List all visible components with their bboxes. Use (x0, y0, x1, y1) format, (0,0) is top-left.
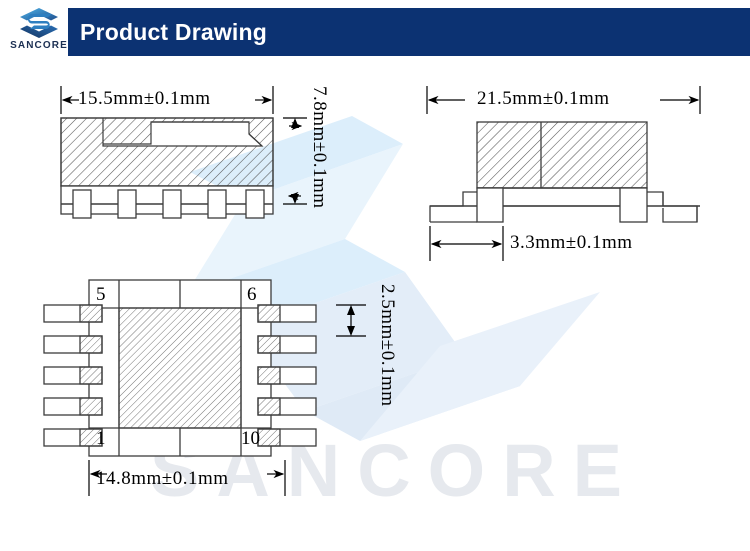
label-front-height: 7.8mm±0.1mm (309, 86, 330, 209)
pitch-arrow-down (347, 326, 355, 336)
label-side-width: 21.5mm±0.1mm (477, 88, 610, 109)
side-cross-section-view (429, 121, 700, 223)
label-side-pin-offset: 3.3mm±0.1mm (510, 232, 633, 253)
bottom-plan-view (43, 279, 317, 457)
label-bottom-pin-pitch: 2.5mm±0.1mm (377, 284, 398, 407)
pin-number-6: 6 (247, 284, 257, 305)
page-title: Product Drawing (80, 19, 268, 45)
bottom-right-pins (257, 304, 317, 447)
front-cross-section-view (60, 117, 274, 219)
label-bottom-width: 14.8mm±0.1mm (96, 468, 229, 489)
dimension-front-width (60, 86, 274, 114)
pitch-arrow-up (347, 305, 355, 315)
dimension-side-width (426, 86, 701, 114)
logo-wordmark: SANCORE (10, 40, 68, 51)
watermark-logo (186, 116, 600, 441)
product-drawing-canvas: SANCORE (0, 56, 750, 551)
label-front-width: 15.5mm±0.1mm (78, 88, 211, 109)
front-height-arrow-down (291, 194, 299, 204)
front-height-arrow-up (291, 118, 299, 128)
pin-number-10: 10 (241, 428, 260, 449)
header-bar (68, 8, 750, 56)
brand-logo: SANCORE (8, 6, 70, 58)
pin-number-1: 1 (96, 428, 106, 449)
dimension-side-pin-offset (429, 226, 504, 261)
bottom-left-pins (43, 304, 103, 447)
pin-number-5: 5 (96, 284, 106, 305)
sancore-s-logo-icon (18, 6, 60, 40)
dimension-bottom-width (88, 460, 286, 496)
